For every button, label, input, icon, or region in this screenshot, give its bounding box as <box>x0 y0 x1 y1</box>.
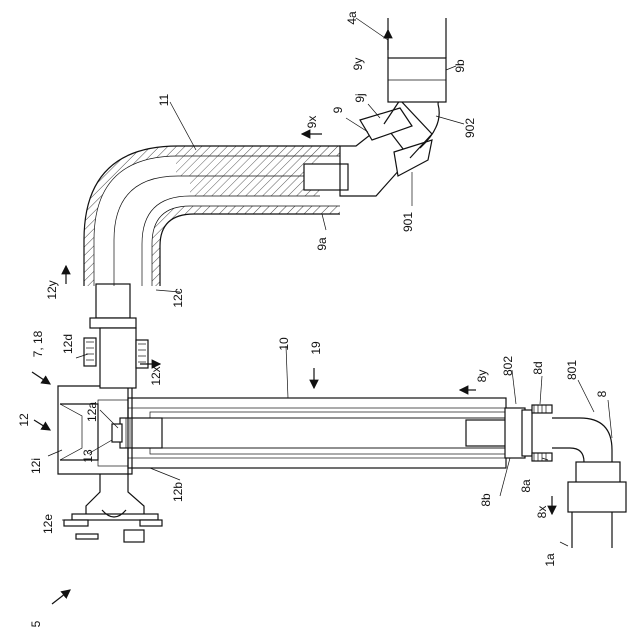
housing-12 <box>58 386 162 542</box>
label-9j: 9j <box>353 93 367 102</box>
straight-tube-10 <box>128 398 506 468</box>
label-8d: 8d <box>531 361 545 374</box>
label-8y: 8y <box>475 370 489 383</box>
label-801: 801 <box>565 360 579 380</box>
vertical-joint-12c <box>84 284 148 388</box>
label-5: 5 <box>29 620 43 627</box>
label-802: 802 <box>501 356 515 376</box>
label-8a: 8a <box>519 479 533 493</box>
label-12y: 12y <box>45 280 59 299</box>
label-1a: 1a <box>543 553 557 567</box>
label-12e: 12e <box>41 514 55 534</box>
label-9y: 9y <box>351 58 365 71</box>
inner-socket-12a <box>112 418 162 448</box>
label-8b: 8b <box>479 493 493 507</box>
label-9a: 9a <box>315 237 329 251</box>
label-12d: 12d <box>61 334 75 354</box>
label-901: 901 <box>401 212 415 232</box>
label-8x: 8x <box>535 506 549 519</box>
label-12i: 12i <box>29 458 43 474</box>
label-12x: 12x <box>149 366 163 385</box>
label-902: 902 <box>463 118 477 138</box>
label-11: 11 <box>157 93 171 106</box>
label-7-18: 7, 18 <box>31 330 45 357</box>
label-12b: 12b <box>171 482 185 502</box>
label-12a: 12a <box>85 402 99 422</box>
label-12: 12 <box>17 413 31 427</box>
label-9b: 9b <box>453 59 467 73</box>
label-13: 13 <box>81 449 95 463</box>
elbow-8 <box>552 418 626 548</box>
label-19: 19 <box>309 341 323 355</box>
label-4a: 4a <box>345 11 359 25</box>
label-12c: 12c <box>171 288 185 307</box>
label-8: 8 <box>595 390 609 397</box>
label-9: 9 <box>331 106 345 113</box>
right-joint-802 <box>466 405 552 461</box>
label-10: 10 <box>277 337 291 351</box>
elbow-9 <box>304 18 446 196</box>
curved-tube-11 <box>84 146 340 286</box>
label-9x: 9x <box>305 116 319 129</box>
